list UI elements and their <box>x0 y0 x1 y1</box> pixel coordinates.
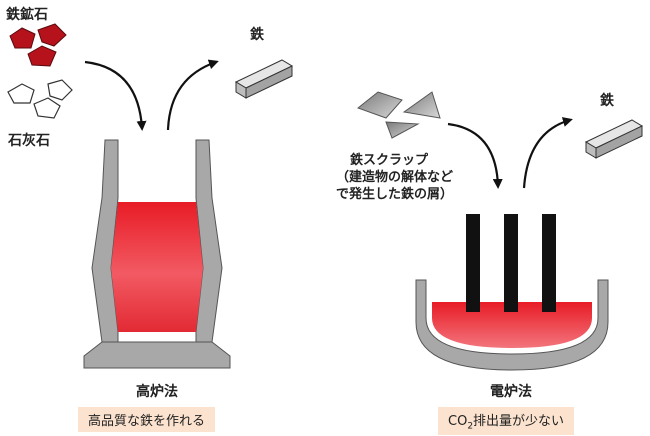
furnace-vessel <box>415 279 609 371</box>
ore-piece <box>37 23 67 47</box>
input-arrow <box>447 122 503 189</box>
output-arrow <box>166 59 219 131</box>
scrap-piece <box>402 91 441 119</box>
iron-output-label: 鉄 <box>250 27 264 43</box>
scrap-piece <box>385 121 420 139</box>
electric-furnace-benefit: CO2排出量が少ない <box>438 407 575 435</box>
electrode <box>542 214 556 312</box>
molten-steel <box>432 302 592 348</box>
scrap-note-line2: で発生した鉄の屑） <box>336 187 454 202</box>
iron-ingot <box>584 119 644 159</box>
limestone-label: 石灰石 <box>8 133 50 149</box>
limestone-piece <box>33 97 61 119</box>
output-arrow <box>522 117 573 189</box>
blast-furnace-label: 高炉法 <box>136 384 178 400</box>
iron-ingot <box>234 59 294 99</box>
scrap-description: 鉄スクラップ （建造物の解体など で発生した鉄の屑） <box>336 152 453 203</box>
electric-furnace <box>415 214 609 371</box>
co2-subscript: 2 <box>467 421 474 432</box>
scrap-note-line1: （建造物の解体など <box>336 170 454 185</box>
electrode <box>466 214 480 312</box>
furnace-wall-right <box>195 139 223 343</box>
blast-furnace <box>83 139 231 369</box>
iron-output-label: 鉄 <box>600 93 614 109</box>
iron-ore-pieces <box>9 23 67 67</box>
ore-piece <box>9 27 36 49</box>
ore-piece <box>27 45 57 67</box>
limestone-piece <box>7 83 35 104</box>
electric-furnace-label: 電炉法 <box>490 384 532 400</box>
emission-text: 排出量が少ない <box>473 414 565 429</box>
furnace-base <box>83 341 231 369</box>
iron-ore-label: 鉄鉱石 <box>6 7 48 23</box>
scrap-piece <box>356 91 403 119</box>
co2-text: CO <box>448 414 468 429</box>
limestone-piece <box>47 79 73 101</box>
blast-furnace-benefit: 高品質な鉄を作れる <box>78 407 216 432</box>
scrap-title: 鉄スクラップ <box>350 153 429 168</box>
input-arrow <box>84 60 147 131</box>
scrap-pieces <box>356 91 441 139</box>
electrode <box>504 214 518 312</box>
limestone-pieces <box>7 79 73 119</box>
molten-iron <box>111 202 203 332</box>
furnace-wall-left <box>91 139 119 343</box>
